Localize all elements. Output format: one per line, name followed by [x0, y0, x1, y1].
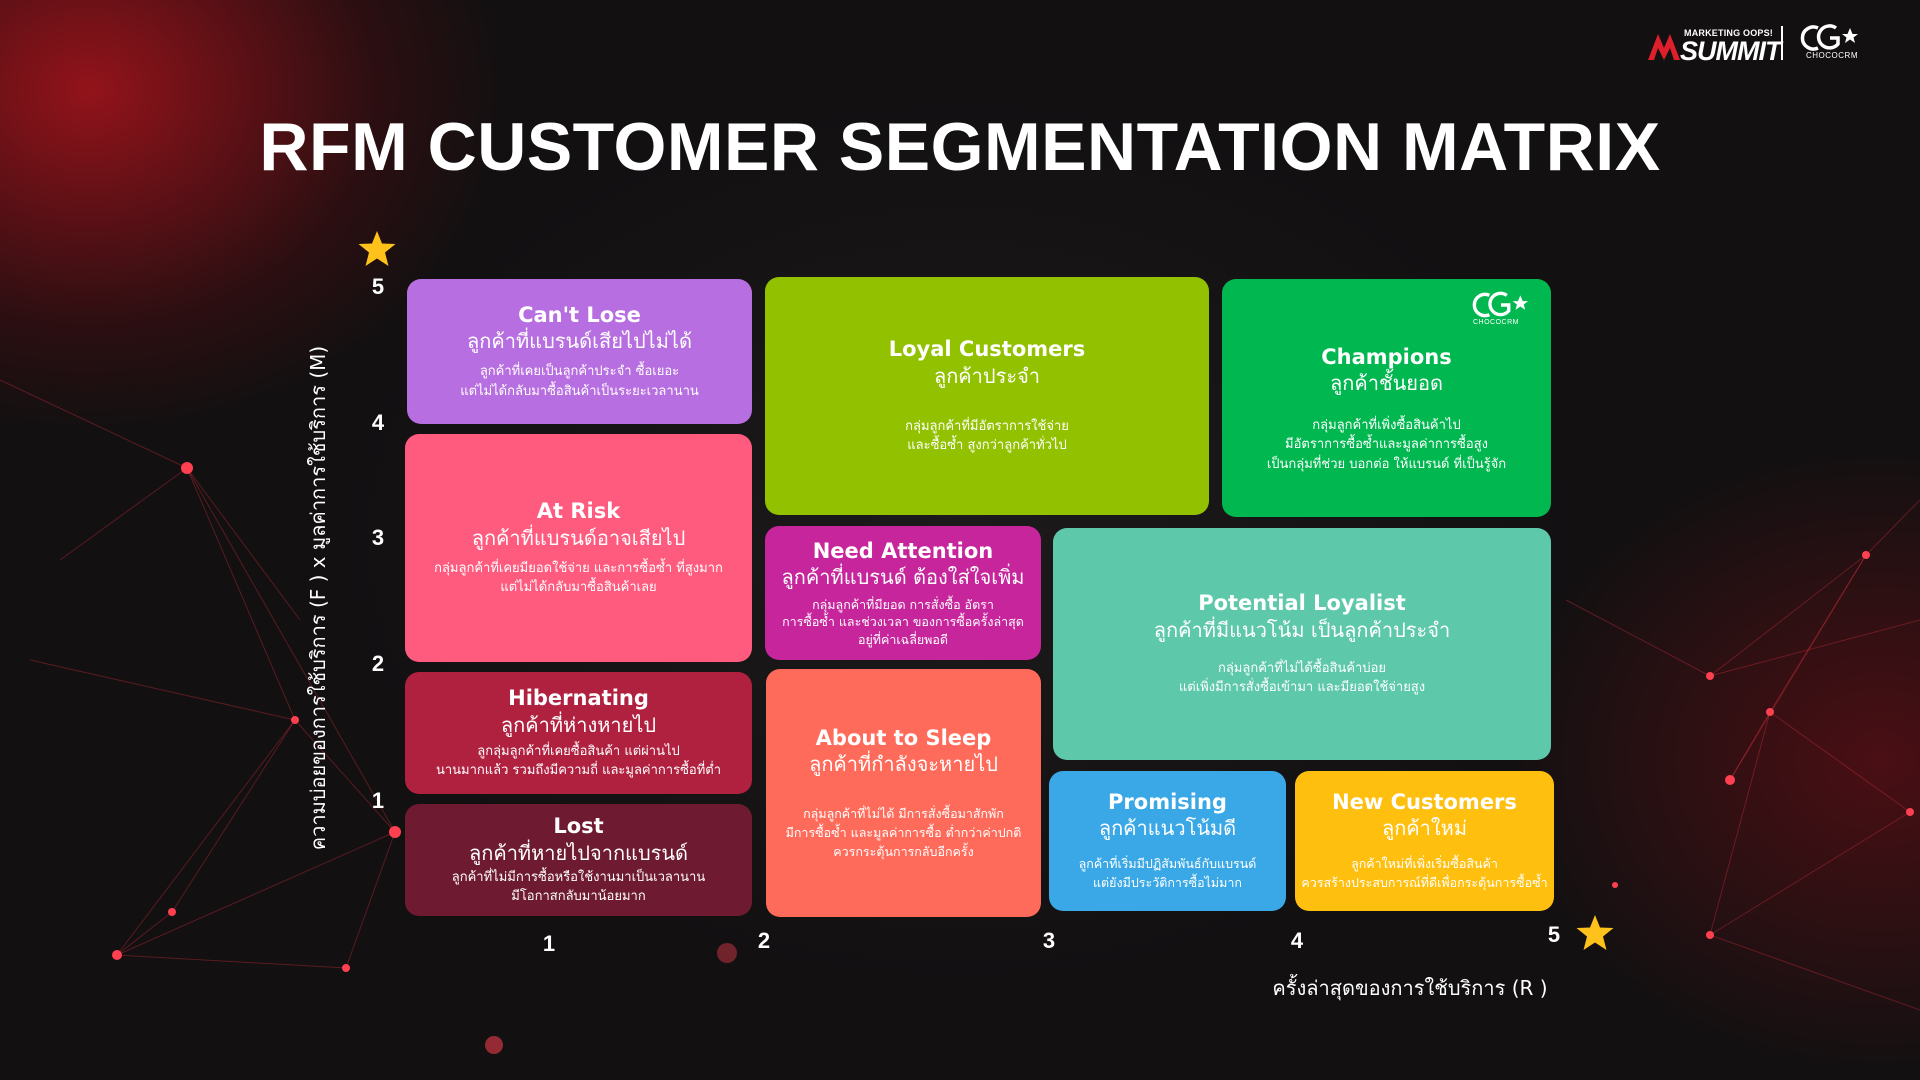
segment-description-line: ควรสร้างประสบการณ์ที่ดีเพื่อกระตุ้นการซื… [1301, 875, 1548, 891]
chococrm-logo: CHOCOCRM [1800, 24, 1862, 64]
x-tick-4: 4 [1290, 928, 1304, 953]
chococrm-mark-icon [1800, 24, 1858, 51]
segment-description-line: แต่ไม่ได้กลับมาซื้อสินค้าเลย [500, 580, 657, 596]
segment-description-line: เป็นกลุ่มที่ช่วย บอกต่อ ให้แบรนด์ ที่เป็… [1266, 456, 1507, 472]
segment-title-en: At Risk [536, 499, 621, 524]
segment-description: กลุ่มลูกค้าที่ไม่ได้ซื้อสินค้าบ่อย แต่เพ… [1179, 659, 1425, 698]
segment-title-en: Loyal Customers [888, 337, 1086, 362]
segment-description-line: ควรกระตุ้นการกลับอีกครั้ง [833, 843, 974, 859]
segment-description-line: กลุ่มลูกค้าที่ไม่ได้ มีการสั่งซื้อมาสักพ… [803, 806, 1004, 821]
segment-title-th: ลูกค้าที่แบรนด์อาจเสียไป [471, 525, 686, 550]
chococrm-badge-icon [1472, 291, 1529, 318]
segment-description: กลุ่มลูกค้าที่มีอัตราการใช้จ่าย และซื้อซ… [905, 417, 1069, 456]
segment-potential-loyalist: Potential Loyalist ลูกค้าที่มีแนวโน้ม เป… [1053, 528, 1551, 760]
segment-promising: Promising ลูกค้าแนวโน้มดี ลูกค้าที่เริ่ม… [1049, 771, 1286, 911]
segment-champions: CHOCOCRM Champions ลูกค้าชั้นยอด กลุ่มลู… [1222, 279, 1551, 517]
segment-description-line: ลูกค้าใหม่ที่เพิ่งเริ่มซื้อสินค้า [1351, 856, 1498, 872]
segment-description-line: การซื้อซ้ำ และช่วงเวลา ของการซื้อครั้งล่… [782, 614, 1024, 630]
segment-title-en: New Customers [1332, 790, 1517, 815]
y-tick-1: 1 [371, 788, 385, 813]
segment-title-th: ลูกค้าที่แบรนด์เสียไปไม่ได้ [467, 329, 692, 354]
segment-description: กลุ่มลูกค้าที่ไม่ได้ มีการสั่งซื้อมาสักพ… [786, 805, 1022, 861]
segment-description-line: ลูกค้าที่เคยเป็นลูกค้าประจำ ซื้อเยอะ [479, 364, 680, 380]
segment-description-line: และซื้อซ้ำ สูงกว่าลูกค้าทั่วไป [907, 438, 1067, 454]
segment-description-line: ลูกค้าที่ไม่มีการซื้อหรือใช้งานมาเป็นเวล… [451, 869, 706, 885]
segment-description-line: มีโอกาสกลับมาน้อยมาก [511, 889, 646, 905]
summit-mark-icon [1648, 34, 1680, 60]
segment-description-line: กลุ่มลูกค้าที่เพิ่งซื้อสินค้าไป [1312, 417, 1461, 433]
segment-title-th: ลูกค้าชั้นยอด [1330, 370, 1443, 395]
y-tick-3: 3 [371, 525, 385, 550]
segment-title-th: ลูกค้าที่หายไปจากแบรนด์ [468, 840, 689, 865]
segment-description: ลูกค้าที่เริ่มมีปฏิสัมพันธ์กับแบรนด์ แต่… [1079, 855, 1257, 893]
chococrm-badge: CHOCOCRM [1471, 291, 1531, 331]
segment-title-en: Need Attention [812, 538, 994, 563]
page-title: RFM CUSTOMER SEGMENTATION MATRIX [259, 109, 1661, 185]
segment-description-line: แต่ไม่ได้กลับมาซื้อสินค้าเป็นระยะเวลานาน [460, 383, 699, 399]
segment-title-th: ลูกค้าใหม่ [1381, 816, 1468, 841]
logo-divider [1781, 26, 1783, 60]
segment-description-line: นานมากแล้ว รวมถึงมีความถี่ และมูลค่าการซ… [435, 763, 722, 779]
segment-title-en: Lost [553, 814, 604, 839]
segment-description-line: ลูกลุ่มลูกค้าที่เคยซื้อสินค้า แต่ผ่านไป [477, 743, 680, 759]
segment-at-risk: At Risk ลูกค้าที่แบรนด์อาจเสียไป กลุ่มลู… [405, 434, 752, 662]
segment-title-en: Potential Loyalist [1198, 591, 1406, 616]
segment-description: ลูกค้าใหม่ที่เพิ่งเริ่มซื้อสินค้า ควรสร้… [1301, 855, 1547, 893]
segment-title-th: ลูกค้าแนวโน้มดี [1098, 816, 1237, 841]
segment-description-line: กลุ่มลูกค้าที่มีอัตราการใช้จ่าย [905, 418, 1069, 434]
y-axis-star-icon [358, 231, 396, 266]
segment-title-en: Promising [1108, 790, 1227, 815]
x-tick-2: 2 [757, 928, 771, 953]
segment-description: กลุ่มลูกค้าที่เคยมียอดใช้จ่าย และการซื้อ… [434, 559, 723, 598]
segment-description-line: แต่เพิ่งมีการสั่งซื้อเข้ามา และมียอดใช้จ… [1178, 680, 1426, 696]
segment-description-line: ลูกค้าที่เริ่มมีปฏิสัมพันธ์กับแบรนด์ [1078, 856, 1257, 872]
segment-lost: Lost ลูกค้าที่หายไปจากแบรนด์ ลูกค้าที่ไม… [405, 804, 752, 916]
segment-title-en: Champions [1321, 344, 1452, 369]
segment-title-th: ลูกค้าที่ห่างหายไป [500, 712, 657, 737]
segment-hibernating: Hibernating ลูกค้าที่ห่างหายไป ลูกลุ่มลู… [405, 672, 752, 794]
segment-description: ลูกค้าที่เคยเป็นลูกค้าประจำ ซื้อเยอะ แต่… [460, 362, 699, 401]
summit-logo-top-text: MARKETING OOPS! [1684, 28, 1774, 38]
segment-title-en: About to Sleep [815, 725, 992, 750]
segment-about-to-sleep: About to Sleep ลูกค้าที่กำลังจะหายไป กลุ… [766, 669, 1041, 917]
summit-logo-main-text: SUMMIT [1680, 36, 1781, 66]
x-axis-star-icon [1576, 915, 1614, 950]
summit-logo: MARKETING OOPS! SUMMIT [1646, 28, 1781, 66]
segment-cant-lose: Can't Lose ลูกค้าที่แบรนด์เสียไปไม่ได้ ล… [407, 279, 752, 424]
y-axis-label: ความบ่อยของการใช้บริการ (F ) x มูลค่าการ… [306, 345, 330, 851]
y-tick-2: 2 [371, 651, 385, 676]
chococrm-badge-text: CHOCOCRM [1473, 319, 1519, 326]
y-tick-5: 5 [371, 274, 385, 299]
segment-need-attention: Need Attention ลูกค้าที่แบรนด์ ต้องใส่ใจ… [765, 526, 1041, 660]
chococrm-logo-text: CHOCOCRM [1806, 51, 1858, 60]
segment-description: กลุ่มลูกค้าที่เพิ่งซื้อสินค้าไป มีอัตราก… [1267, 416, 1506, 475]
segment-description-line: อยู่ที่ค่าเฉลี่ยพอดี [857, 631, 949, 647]
x-tick-1: 1 [542, 931, 556, 956]
segment-new-customers: New Customers ลูกค้าใหม่ ลูกค้าใหม่ที่เพ… [1295, 771, 1554, 911]
segment-title-th: ลูกค้าประจำ [933, 363, 1041, 388]
y-tick-4: 4 [371, 410, 385, 435]
segment-description-line: มีการซื้อซ้ำ และมูลค่าการซื้อ ต่ำกว่าค่า… [785, 824, 1022, 840]
segment-loyal-customers: Loyal Customers ลูกค้าประจำ กลุ่มลูกค้าท… [765, 277, 1209, 515]
segment-description-line: มีอัตราการซื้อซ้ำและมูลค่าการซื้อสูง [1285, 437, 1488, 453]
x-axis-label: ครั้งล่าสุดของการใช้บริการ (R ) [1272, 976, 1548, 1000]
segment-description-line: แต่ยังมีประวัติการซื้อไม่มาก [1092, 875, 1242, 891]
segment-title-th: ลูกค้าที่แบรนด์ ต้องใส่ใจเพิ่ม [781, 564, 1025, 589]
segment-title-en: Can't Lose [518, 302, 641, 327]
x-tick-3: 3 [1042, 928, 1056, 953]
segment-description: ลูกลุ่มลูกค้าที่เคยซื้อสินค้า แต่ผ่านไป … [436, 742, 721, 781]
segment-description: กลุ่มลูกค้าที่มียอด การสั่งซื้อ อัตรา กา… [782, 596, 1024, 649]
x-tick-5: 5 [1547, 922, 1561, 947]
segment-description-line: กลุ่มลูกค้าที่ไม่ได้ซื้อสินค้าบ่อย [1217, 660, 1386, 676]
segment-title-th: ลูกค้าที่มีแนวโน้ม เป็นลูกค้าประจำ [1153, 617, 1451, 642]
segment-description-line: กลุ่มลูกค้าที่เคยมียอดใช้จ่าย และการซื้อ… [434, 560, 723, 576]
segment-title-en: Hibernating [508, 686, 649, 711]
segment-title-th: ลูกค้าที่กำลังจะหายไป [809, 752, 998, 776]
segment-description-line: กลุ่มลูกค้าที่มียอด การสั่งซื้อ อัตรา [812, 596, 994, 612]
segment-description: ลูกค้าที่ไม่มีการซื้อหรือใช้งานมาเป็นเวล… [452, 868, 705, 907]
